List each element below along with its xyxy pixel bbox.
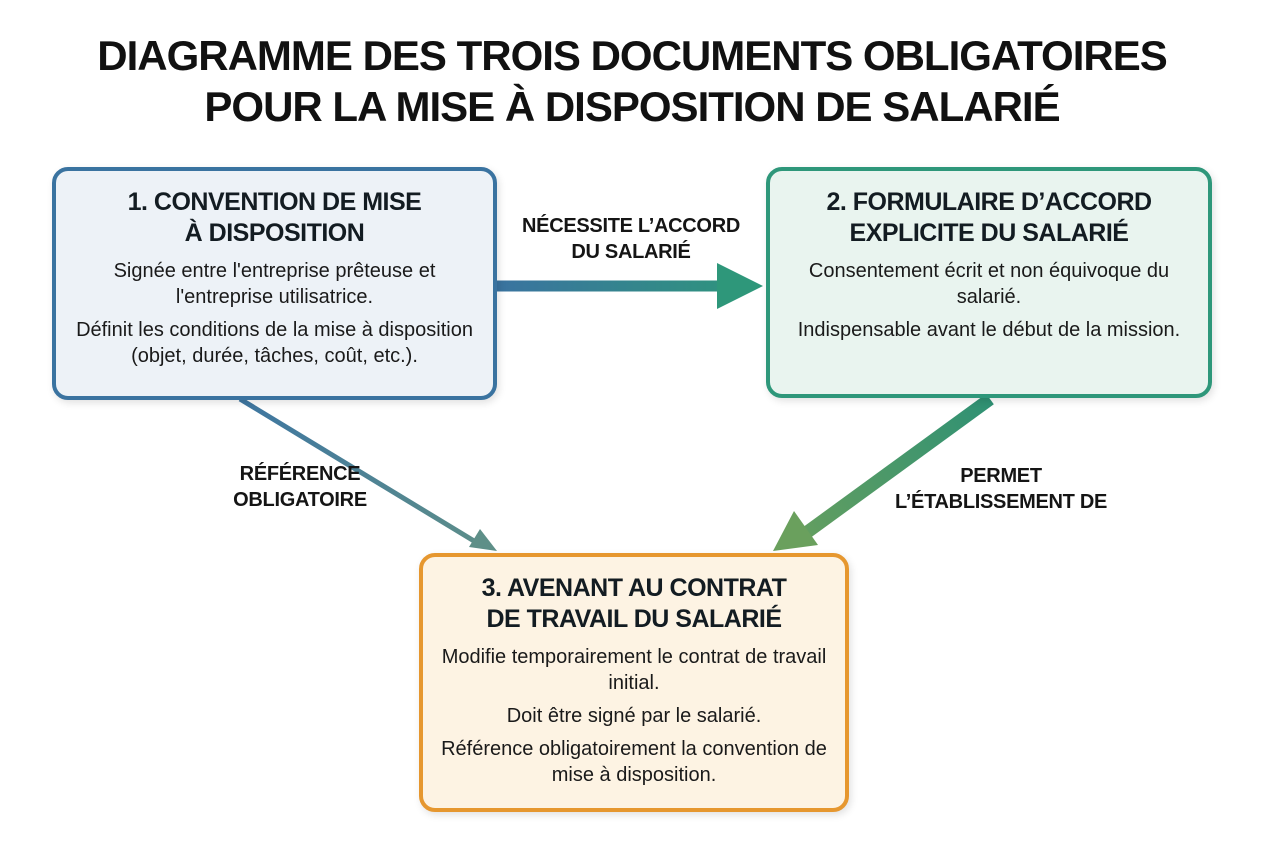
page-title-line2: POUR LA MISE À DISPOSITION DE SALARIÉ [204, 83, 1060, 131]
box-convention-paragraph: Définit les conditions de la mise à disp… [76, 319, 473, 367]
arrow-label-permet: PERMET L’ÉTABLISSEMENT DE [841, 464, 1161, 515]
arrow-permet-head-icon [773, 511, 818, 551]
arrow-label-reference-line2: OBLIGATOIRE [233, 488, 367, 511]
arrow-label-reference-line1: RÉFÉRENCE [239, 463, 361, 485]
arrow-label-reference: RÉFÉRENCE OBLIGATOIRE [190, 462, 410, 513]
arrow-label-necessite: NÉCESSITE L’ACCORD DU SALARIÉ [496, 214, 766, 265]
arrow-label-necessite-line1: NÉCESSITE L’ACCORD [522, 215, 740, 237]
box-avenant-title-line2: DE TRAVAIL DU SALARIÉ [486, 604, 782, 633]
box-formulaire-paragraph: Consentement écrit et non équivoque du s… [808, 260, 1170, 308]
box-formulaire-paragraph: Indispensable avant le début de la missi… [797, 319, 1181, 341]
page-title-line1: DIAGRAMME DES TROIS DOCUMENTS OBLIGATOIR… [97, 32, 1167, 79]
box-convention-paragraph: Signée entre l'entreprise prêteuse et l'… [113, 260, 436, 308]
box-avenant-paragraph: Référence obligatoirement la convention … [441, 738, 827, 786]
box-formulaire-title-line2: EXPLICITE DU SALARIÉ [849, 218, 1129, 247]
page-title: DIAGRAMME DES TROIS DOCUMENTS OBLIGATOIR… [0, 30, 1264, 132]
arrow-label-necessite-line2: DU SALARIÉ [571, 240, 691, 263]
arrow-necessite-head-icon [717, 263, 763, 309]
box-convention-title-line2: À DISPOSITION [184, 218, 365, 247]
box-avenant-paragraph: Modifie temporairement le contrat de tra… [441, 646, 827, 694]
box-avenant-paragraph: Doit être signé par le salarié. [506, 705, 762, 727]
arrow-label-permet-line2: L’ÉTABLISSEMENT DE [894, 490, 1108, 513]
arrow-reference-head-icon [469, 529, 497, 551]
arrow-label-permet-line1: PERMET [960, 465, 1042, 487]
box-formulaire-title-line1: 2. FORMULAIRE D’ACCORD [826, 188, 1152, 216]
box-avenant-title-line1: 3. AVENANT AU CONTRAT [481, 574, 787, 602]
box-convention-title-line1: 1. CONVENTION DE MISE [127, 188, 422, 216]
